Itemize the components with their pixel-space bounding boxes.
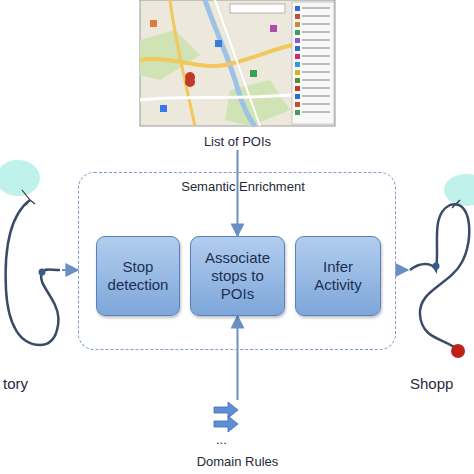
- process-box: Associate stops to POIs: [190, 236, 285, 316]
- group-heading: Semantic Enrichment: [79, 173, 395, 195]
- trajectory-input: tory: [0, 150, 62, 395]
- annotated-trajectory: [410, 174, 474, 358]
- flow-arrow: [396, 269, 408, 271]
- caption: tory: [0, 375, 62, 395]
- box-label: Stop detection: [103, 258, 173, 294]
- poi-map: [140, 0, 335, 126]
- poi-source: List of POIs: [140, 0, 335, 150]
- flow-arrow: [62, 269, 78, 271]
- rule-icons: [214, 402, 238, 432]
- box-label: Infer Activity: [302, 258, 374, 294]
- caption: List of POIs: [140, 134, 335, 150]
- flow-arrow: [237, 316, 239, 400]
- process-group: Semantic EnrichmentStop detection Associa…: [78, 172, 396, 350]
- trajectory-output: Shopp: [408, 165, 474, 395]
- process-box: Infer Activity: [295, 236, 381, 316]
- rules-source: Domain Rules: [180, 400, 295, 470]
- box-label: Associate stops to POIs: [197, 249, 278, 303]
- process-box: Stop detection: [96, 236, 180, 316]
- caption: Domain Rules: [180, 454, 295, 470]
- ellipsis-note: ...: [216, 432, 227, 447]
- raw-trajectory: [0, 160, 60, 345]
- caption: Shopp: [408, 375, 474, 395]
